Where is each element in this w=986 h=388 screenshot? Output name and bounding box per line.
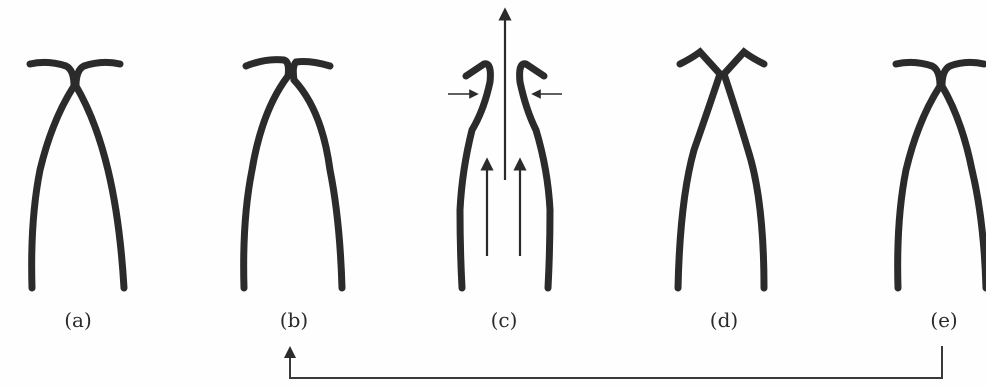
stage-d-valve: [678, 52, 764, 288]
stage-c-left-wall: [460, 64, 490, 288]
feedback-arrow: [290, 346, 942, 378]
stage-b-right-wall: [293, 62, 342, 289]
stage-label-e: (e): [914, 308, 974, 332]
stage-e-left-wall: [896, 62, 940, 288]
stage-a-left-wall: [30, 62, 74, 288]
stage-c-right-wall: [520, 64, 550, 288]
stage-label-c: (c): [474, 308, 534, 332]
stage-e-right-wall: [942, 62, 986, 288]
stage-a-right-wall: [76, 62, 124, 288]
stage-d-left-wall: [678, 52, 720, 288]
stage-d-right-wall: [724, 52, 764, 288]
stage-c-flow-arrows: [448, 14, 562, 256]
stage-label-d: (d): [694, 308, 754, 332]
stage-b-left-wall: [244, 60, 289, 288]
stage-e-valve: [896, 62, 986, 288]
stage-a-valve: [30, 62, 124, 288]
stage-label-b: (b): [264, 308, 324, 332]
stage-label-a: (a): [48, 308, 108, 332]
stage-b-valve: [244, 60, 342, 288]
